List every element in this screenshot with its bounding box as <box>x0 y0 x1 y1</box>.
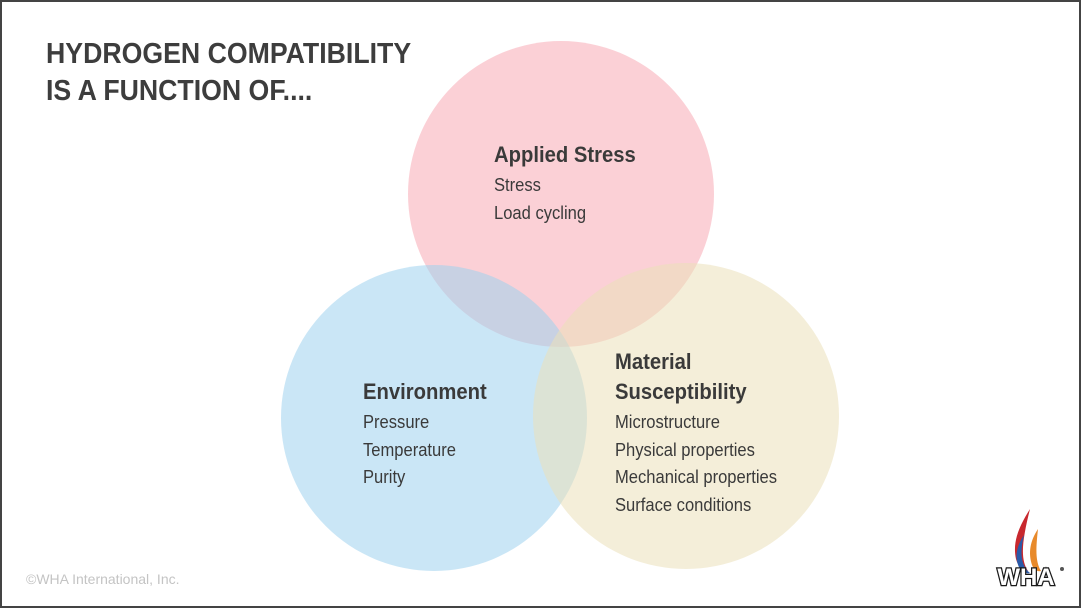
flame-orange-icon <box>1030 529 1041 572</box>
applied-stress-group: Applied Stress Stress Load cycling <box>494 140 648 227</box>
applied-stress-item: Load cycling <box>494 202 587 223</box>
slide-title-line-2: IS A FUNCTION OF.... <box>46 75 313 107</box>
material-item: Surface conditions <box>615 494 752 515</box>
environment-item: Temperature <box>363 439 456 460</box>
material-heading-line-1: Material <box>615 349 692 374</box>
environment-heading: Environment <box>363 379 487 404</box>
flame-blue-icon <box>1016 535 1030 574</box>
material-item: Microstructure <box>615 412 720 432</box>
logo-letters: WHA <box>997 564 1054 591</box>
slide-title-line-1: HYDROGEN COMPATIBILITY <box>46 38 412 70</box>
slide-title: HYDROGEN COMPATIBILITY IS A FUNCTION OF.… <box>46 36 411 110</box>
environment-group: Environment Pressure Temperature Purity <box>363 377 497 492</box>
material-susceptibility-circle <box>533 263 839 569</box>
environment-item: Purity <box>363 467 406 487</box>
material-heading-line-2: Susceptibility <box>615 379 747 404</box>
material-susceptibility-group: Material Susceptibility Microstructure P… <box>615 347 791 519</box>
applied-stress-item: Stress <box>494 175 541 195</box>
environment-item: Pressure <box>363 412 430 432</box>
copyright-notice: ©WHA International, Inc. <box>26 571 180 587</box>
wha-flame-logo-icon: WHA <box>996 509 1064 591</box>
applied-stress-heading: Applied Stress <box>494 142 636 167</box>
material-item: Mechanical properties <box>615 467 778 487</box>
material-item: Physical properties <box>615 439 755 460</box>
